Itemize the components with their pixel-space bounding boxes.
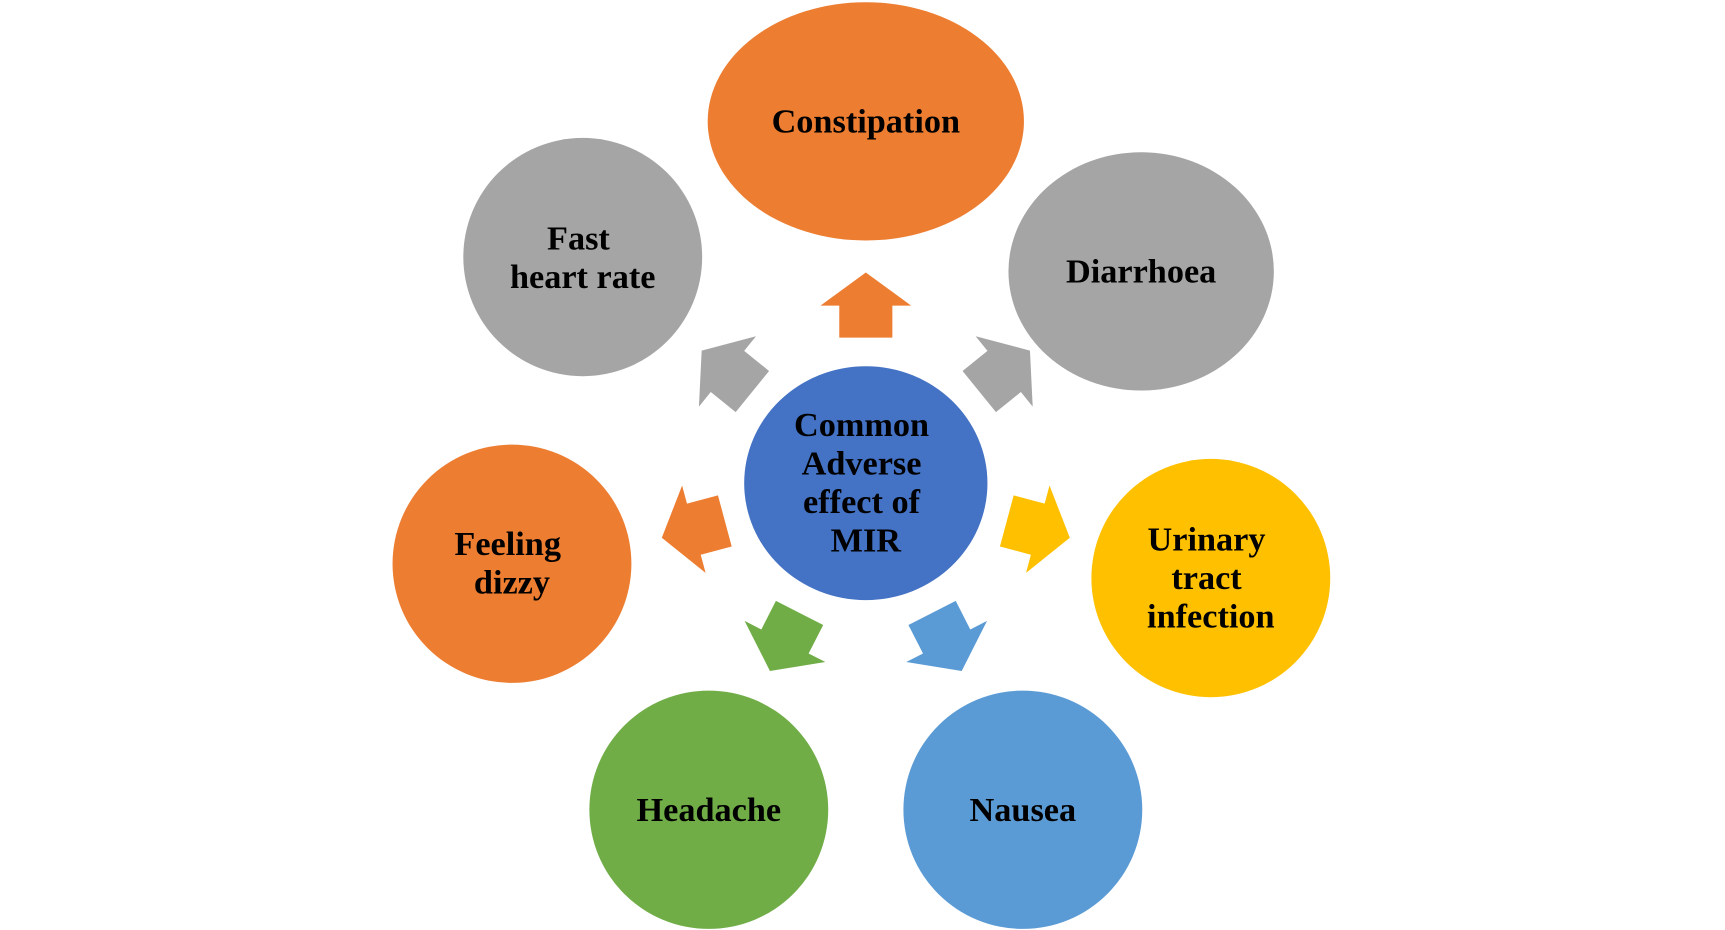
node-label-line: dizzy — [474, 564, 550, 602]
arrow-to-feeling-dizzy — [661, 485, 732, 573]
node-feeling-dizzy: Feeling dizzy — [392, 444, 632, 683]
node-label-line: tract — [1171, 559, 1242, 597]
node-label: Headache — [636, 791, 781, 829]
node-diarrhoea: Diarrhoea — [1008, 152, 1274, 391]
node-label-line: Feeling — [454, 525, 561, 563]
node-label: Urinary tract infection — [1147, 521, 1275, 636]
node-ellipse — [1008, 152, 1274, 391]
node-label: Constipation — [772, 102, 960, 140]
node-headache: Headache — [589, 690, 829, 929]
node-ellipse — [1091, 458, 1331, 698]
node-label: Fast heart rate — [510, 219, 656, 296]
center-label: Common Adverse effect of MIR — [794, 406, 938, 560]
node-label: Diarrhoea — [1066, 252, 1216, 290]
arrows — [661, 272, 1070, 671]
node-ellipse — [903, 690, 1143, 929]
node-ellipse — [589, 690, 829, 929]
arrow-to-headache — [744, 600, 826, 671]
arrow-to-nausea — [906, 600, 988, 671]
node-label-line: Urinary — [1148, 521, 1266, 559]
center-ellipse — [744, 366, 988, 601]
node-nausea: Nausea — [903, 690, 1143, 929]
node-fast-heart-rate: Fast heart rate — [463, 137, 703, 377]
node-urinary-tract-infection: Urinary tract infection — [1091, 458, 1331, 698]
node-ellipse — [707, 2, 1024, 241]
node-label: Feeling dizzy — [454, 525, 569, 602]
node-ellipse — [392, 444, 632, 683]
node-constipation: Constipation — [707, 2, 1024, 241]
node-label-line: heart rate — [510, 258, 656, 296]
node-label: Nausea — [970, 791, 1077, 829]
center-label-line: effect of — [803, 483, 921, 521]
center-node: Common Adverse effect of MIR — [744, 366, 988, 601]
center-label-line: Common — [794, 406, 929, 444]
arrow-to-fast-heart-rate — [698, 336, 770, 413]
node-ellipse — [463, 137, 703, 377]
arrow-to-urinary-tract-infection — [999, 485, 1070, 573]
center-label-line: Adverse — [802, 444, 922, 482]
center-label-line: MIR — [831, 522, 903, 560]
arrow-to-constipation — [820, 272, 912, 338]
node-label-line: infection — [1147, 598, 1275, 636]
arrow-to-diarrhoea — [962, 336, 1033, 413]
node-label-line: Fast — [547, 219, 610, 257]
